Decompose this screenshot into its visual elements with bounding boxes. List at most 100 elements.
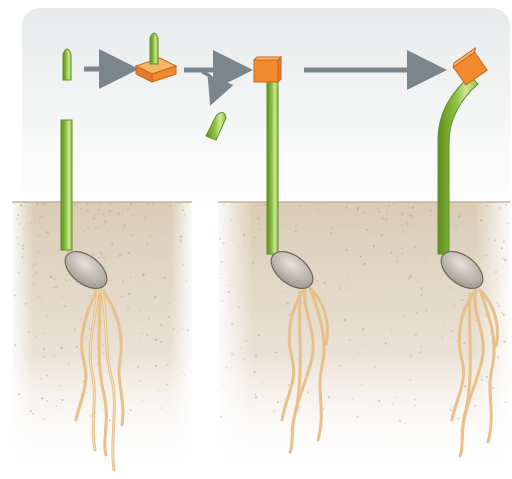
soil-speckle — [95, 214, 97, 216]
soil-speckle — [137, 366, 140, 369]
soil-speckle — [372, 404, 373, 405]
soil-speckle — [242, 383, 243, 384]
soil-speckle — [441, 338, 443, 340]
soil-speckle — [24, 334, 25, 335]
soil-speckle — [492, 387, 494, 389]
soil-speckle — [21, 256, 23, 258]
soil-speckle — [180, 239, 181, 240]
soil-speckle — [59, 385, 61, 387]
soil-speckle — [258, 223, 260, 225]
soil-speckle — [103, 226, 104, 227]
soil-speckle — [43, 261, 44, 262]
soil-speckle — [142, 273, 145, 276]
soil-speckle — [401, 224, 403, 226]
soil-speckle — [64, 305, 66, 307]
soil-speckle — [386, 214, 388, 216]
soil-speckle — [168, 356, 169, 357]
background-panel — [22, 8, 510, 208]
soil-speckle — [20, 204, 22, 206]
soil-speckle — [110, 211, 111, 212]
soil-speckle — [118, 212, 119, 213]
soil-speckle — [140, 340, 141, 341]
soil-speckle — [60, 408, 61, 409]
soil-speckle — [395, 397, 396, 398]
soil-speckle — [74, 203, 77, 206]
soil-speckle — [414, 399, 415, 400]
soil-speckle — [26, 215, 27, 216]
soil-speckle — [121, 296, 123, 298]
soil-speckle — [502, 267, 503, 268]
soil-speckle — [66, 279, 68, 281]
soil-speckle — [320, 204, 321, 205]
soil-left — [12, 202, 192, 479]
soil-speckle — [14, 294, 16, 296]
soil-speckle — [101, 253, 103, 255]
soil-speckle — [475, 243, 476, 244]
soil-speckle — [53, 278, 56, 281]
soil-speckle — [167, 364, 169, 366]
soil-speckle — [46, 375, 48, 377]
soil-speckle — [410, 379, 411, 380]
soil-speckle — [501, 312, 503, 314]
soil-speckle — [277, 401, 279, 403]
soil-speckle — [46, 400, 48, 402]
soil-speckle — [86, 335, 88, 337]
soil-speckle — [32, 275, 34, 277]
soil-speckle — [356, 209, 358, 211]
soil-speckle — [170, 204, 171, 205]
soil-speckle — [363, 212, 365, 214]
soil-speckle — [406, 223, 409, 226]
soil-speckle — [185, 233, 186, 234]
soil-speckle — [222, 242, 224, 244]
soil-speckle — [30, 410, 32, 412]
soil-speckle — [457, 351, 458, 352]
soil-speckle — [61, 399, 63, 401]
soil-speckle — [22, 245, 24, 247]
soil-speckle — [252, 240, 253, 241]
soil-speckle — [420, 363, 421, 364]
soil-speckle — [68, 362, 70, 364]
soil-speckle — [46, 231, 49, 234]
soil-speckle — [50, 276, 53, 279]
soil-speckle — [130, 204, 132, 206]
soil-speckle — [110, 279, 112, 281]
soil-speckle — [362, 328, 364, 330]
soil-speckle — [258, 334, 260, 336]
soil-speckle — [477, 293, 478, 294]
soil-speckle — [114, 292, 115, 293]
soil-speckle — [148, 317, 150, 319]
soil-speckle — [166, 384, 168, 386]
soil-speckle — [98, 203, 99, 204]
soil-speckle — [403, 315, 404, 316]
soil-speckle — [139, 380, 141, 382]
soil-speckle — [34, 223, 35, 224]
soil-speckle — [223, 204, 225, 206]
soil-speckle — [100, 205, 101, 206]
soil-speckle — [221, 277, 222, 278]
soil-speckle — [498, 387, 499, 388]
soil-speckle — [41, 216, 43, 218]
soil-speckle — [295, 225, 297, 227]
soil-speckle — [18, 223, 20, 225]
soil-speckle — [23, 228, 25, 230]
soil-right — [218, 202, 510, 479]
soil-speckle — [449, 286, 451, 288]
soil-speckle — [146, 212, 147, 213]
soil-speckle — [182, 372, 183, 373]
soil-speckle — [335, 301, 337, 303]
soil-speckle — [384, 342, 386, 344]
soil-speckle — [225, 242, 226, 243]
soil-speckle — [425, 309, 427, 311]
soil-speckle — [315, 204, 316, 205]
soil-speckle — [144, 216, 146, 218]
soil-speckle — [220, 416, 222, 418]
soil-speckle — [231, 353, 234, 356]
soil-speckle — [74, 328, 76, 330]
soil-speckle — [168, 316, 170, 318]
soil-speckle — [405, 423, 406, 424]
soil-speckle — [122, 209, 123, 210]
soil-speckle — [426, 260, 427, 261]
soil-speckle — [66, 251, 68, 253]
soil-speckle — [80, 208, 82, 210]
soil-speckle — [366, 229, 368, 231]
